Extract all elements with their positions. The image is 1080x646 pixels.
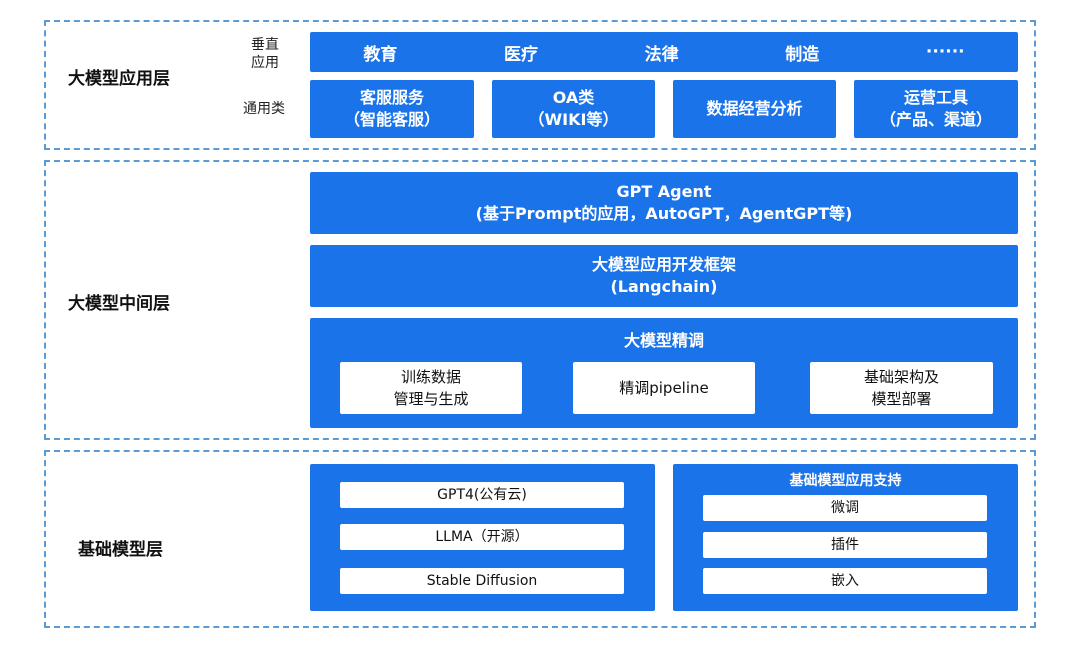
middle-layer — [44, 160, 1036, 440]
finetune-item-line2: 模型部署 — [871, 390, 932, 408]
general-app-line1: OA类 — [552, 88, 595, 107]
base-model-gpt4: GPT4(公有云) — [340, 482, 624, 508]
finetune-title: 大模型精调 — [623, 331, 704, 350]
general-app-line1: 客服服务 — [359, 88, 424, 107]
application-layer-title: 大模型应用层 — [68, 69, 170, 89]
vertical-app-more: ······ — [925, 42, 965, 62]
general-app-line2: （产品、渠道） — [879, 110, 992, 129]
general-app-oa: OA类 （WIKI等） — [492, 80, 655, 138]
base-model-stable-diffusion: Stable Diffusion — [340, 568, 624, 594]
vertical-app-law: 法律 — [644, 44, 679, 65]
finetune-item-line1: 训练数据 — [400, 368, 461, 386]
dev-framework-subtitle: (Langchain) — [610, 277, 718, 296]
gpt-agent-subtitle: (基于Prompt的应用，AutoGPT，AgentGPT等) — [475, 204, 853, 223]
finetune-item-infra: 基础架构及 模型部署 — [810, 362, 993, 414]
vertical-app-medical: 医疗 — [503, 44, 538, 65]
base-model-llma: LLMA（开源） — [340, 524, 624, 550]
vertical-apps-label: 垂直 应用 — [240, 36, 290, 72]
general-app-line2: （智能客服） — [343, 110, 440, 129]
general-app-customer-service: 客服服务 （智能客服） — [310, 80, 474, 138]
vertical-apps-label-line2: 应用 — [251, 55, 279, 71]
general-app-data-analysis: 数据经营分析 — [673, 80, 836, 138]
vertical-apps-label-line1: 垂直 — [251, 37, 279, 53]
vertical-app-manufacturing: 制造 — [785, 44, 820, 65]
finetune-item-training-data: 训练数据 管理与生成 — [340, 362, 522, 414]
general-app-line1: 数据经营分析 — [706, 99, 803, 118]
vertical-app-education: 教育 — [363, 44, 398, 65]
support-item-plugin: 插件 — [703, 532, 987, 558]
dev-framework-title: 大模型应用开发框架 — [591, 255, 736, 274]
dev-framework-box: 大模型应用开发框架 (Langchain) — [310, 245, 1018, 307]
finetune-item-line2: 管理与生成 — [393, 390, 469, 408]
base-layer — [44, 450, 1036, 628]
support-item-embedding: 嵌入 — [703, 568, 987, 594]
gpt-agent-box: GPT Agent (基于Prompt的应用，AutoGPT，AgentGPT等… — [310, 172, 1018, 234]
vertical-apps-bar: 教育 医疗 法律 制造 ······ — [310, 32, 1018, 72]
finetune-item-line1: 精调pipeline — [619, 379, 709, 397]
middle-layer-title: 大模型中间层 — [68, 294, 170, 314]
model-support-title: 基础模型应用支持 — [789, 473, 902, 489]
base-layer-title: 基础模型层 — [78, 540, 163, 560]
general-app-ops-tools: 运营工具 （产品、渠道） — [854, 80, 1018, 138]
general-apps-label: 通用类 — [243, 101, 285, 117]
gpt-agent-title: GPT Agent — [616, 182, 712, 201]
general-app-line2: （WIKI等） — [528, 110, 619, 129]
finetune-item-line1: 基础架构及 — [863, 368, 939, 386]
finetune-item-pipeline: 精调pipeline — [573, 362, 755, 414]
general-app-line1: 运营工具 — [903, 88, 968, 107]
support-item-finetune: 微调 — [703, 495, 987, 521]
application-layer — [44, 20, 1036, 150]
